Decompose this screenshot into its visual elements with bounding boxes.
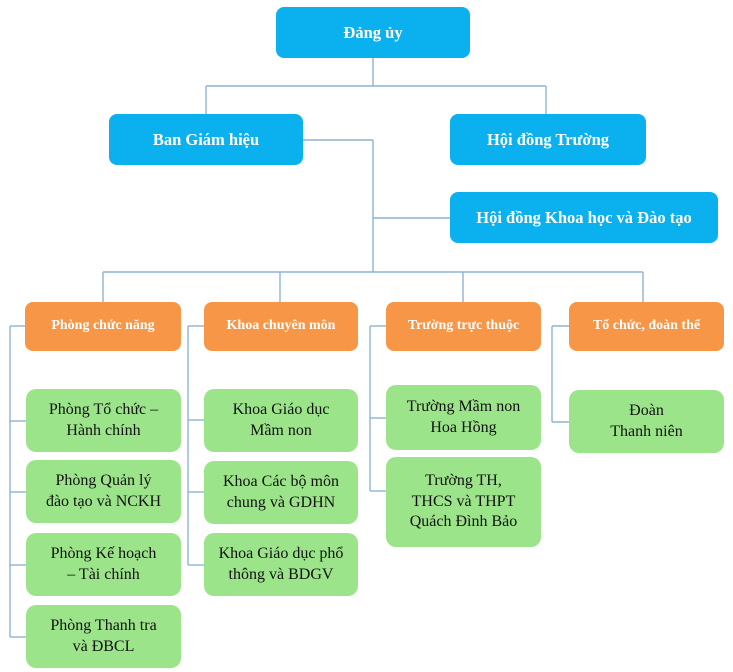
unit-box: Phòng Tổ chức – Hành chính [26, 389, 181, 452]
party-committee-box: Đảng ủy [276, 7, 470, 58]
unit-box: Trường TH, THCS và THPT Quách Đình Bảo [386, 457, 541, 547]
unit-label: Khoa Các bộ môn chung và GDHN [223, 472, 339, 511]
unit-box: Phòng Quản lý đào tạo và NCKH [26, 460, 181, 523]
category-functional-departments: Phòng chức năng [25, 302, 181, 351]
science-council-box: Hội đồng Khoa học và Đào tạo [450, 192, 718, 243]
unit-label: Trường Mầm non Hoa Hồng [406, 397, 521, 436]
category-label: Trường trực thuộc [407, 318, 520, 334]
unit-label: Đoàn Thanh niên [610, 401, 683, 440]
category-label: Phòng chức năng [51, 318, 155, 334]
unit-box: Trường Mầm non Hoa Hồng [386, 385, 541, 450]
unit-label: Phòng Tổ chức – Hành chính [48, 400, 159, 439]
category-label: Khoa chuyên môn [226, 318, 336, 334]
unit-box: Khoa Giáo dục phổ thông và BDGV [204, 533, 358, 596]
unit-label: Khoa Giáo dục Mầm non [232, 400, 330, 439]
unit-label: Phòng Kế hoạch – Tài chính [50, 544, 157, 583]
science-council-label: Hội đồng Khoa học và Đào tạo [476, 207, 692, 227]
category-label: Tổ chức, đoàn thể [592, 318, 701, 334]
unit-label: Phòng Thanh tra và ĐBCL [50, 616, 157, 655]
board-of-rectors-box: Ban Giám hiệu [109, 114, 303, 165]
school-council-label: Hội đồng Trường [486, 129, 610, 149]
unit-box: Phòng Kế hoạch – Tài chính [26, 533, 181, 596]
unit-box: Đoàn Thanh niên [569, 390, 724, 453]
board-of-rectors-label: Ban Giám hiệu [152, 129, 260, 149]
school-council-box: Hội đồng Trường [450, 114, 646, 165]
unit-label: Trường TH, THCS và THPT Quách Đình Bảo [409, 471, 518, 531]
unit-box: Khoa Giáo dục Mầm non [204, 389, 358, 452]
unit-box: Khoa Các bộ môn chung và GDHN [204, 461, 358, 524]
unit-label: Khoa Giáo dục phổ thông và BDGV [218, 544, 344, 583]
unit-box: Phòng Thanh tra và ĐBCL [26, 605, 181, 668]
unit-label: Phòng Quản lý đào tạo và NCKH [45, 471, 162, 510]
category-organizations: Tổ chức, đoàn thể [569, 302, 724, 351]
category-affiliated-schools: Trường trực thuộc [386, 302, 541, 351]
party-committee-label: Đảng ủy [343, 22, 403, 42]
category-faculties: Khoa chuyên môn [204, 302, 358, 351]
